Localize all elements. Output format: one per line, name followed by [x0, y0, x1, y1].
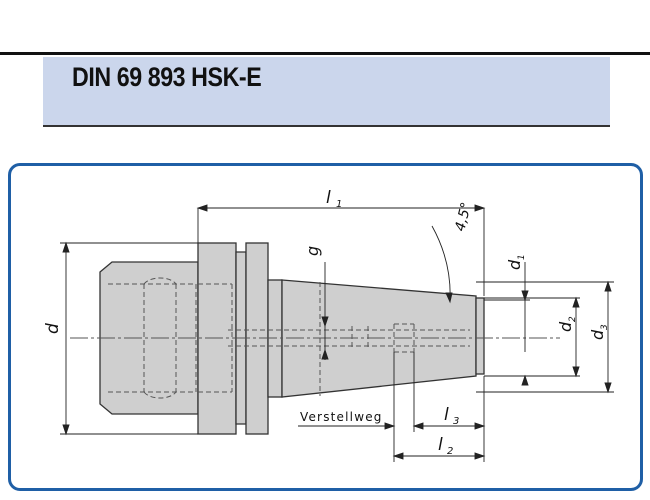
collar [245, 242, 269, 435]
label-verstellweg: Verstellweg [300, 410, 383, 424]
label-d3: d [588, 329, 607, 340]
label-d1-sub: 1 [517, 254, 527, 260]
label-l1-sub: 1 [336, 199, 342, 210]
label-g: g [303, 246, 322, 256]
flange [197, 242, 237, 435]
label-d2: d [556, 321, 575, 332]
label-angle: 4,5° [452, 201, 475, 233]
taper-extension [281, 279, 477, 398]
label-d1: d [505, 259, 524, 270]
label-l3-sub: 3 [453, 416, 459, 427]
label-d2-sub: 2 [568, 316, 578, 322]
label-l2: l [438, 435, 443, 455]
holder-body [99, 242, 485, 435]
top-rule [0, 52, 650, 55]
label-l2-sub: 2 [447, 446, 453, 457]
label-l1: l [326, 188, 331, 208]
label-d3-sub: 3 [600, 324, 610, 330]
dimension-labels: l 1 d g 4,5° d 1 d 2 d 3 Verstellweg l 3… [43, 188, 610, 457]
title-band [43, 57, 610, 125]
title-band-rule [43, 125, 610, 127]
page-title: DIN 69 893 HSK-E [72, 62, 262, 92]
nose [475, 297, 485, 375]
label-l3: l [444, 405, 449, 425]
neck [267, 279, 283, 398]
dimension-lines [60, 204, 614, 462]
label-d: d [43, 323, 63, 334]
